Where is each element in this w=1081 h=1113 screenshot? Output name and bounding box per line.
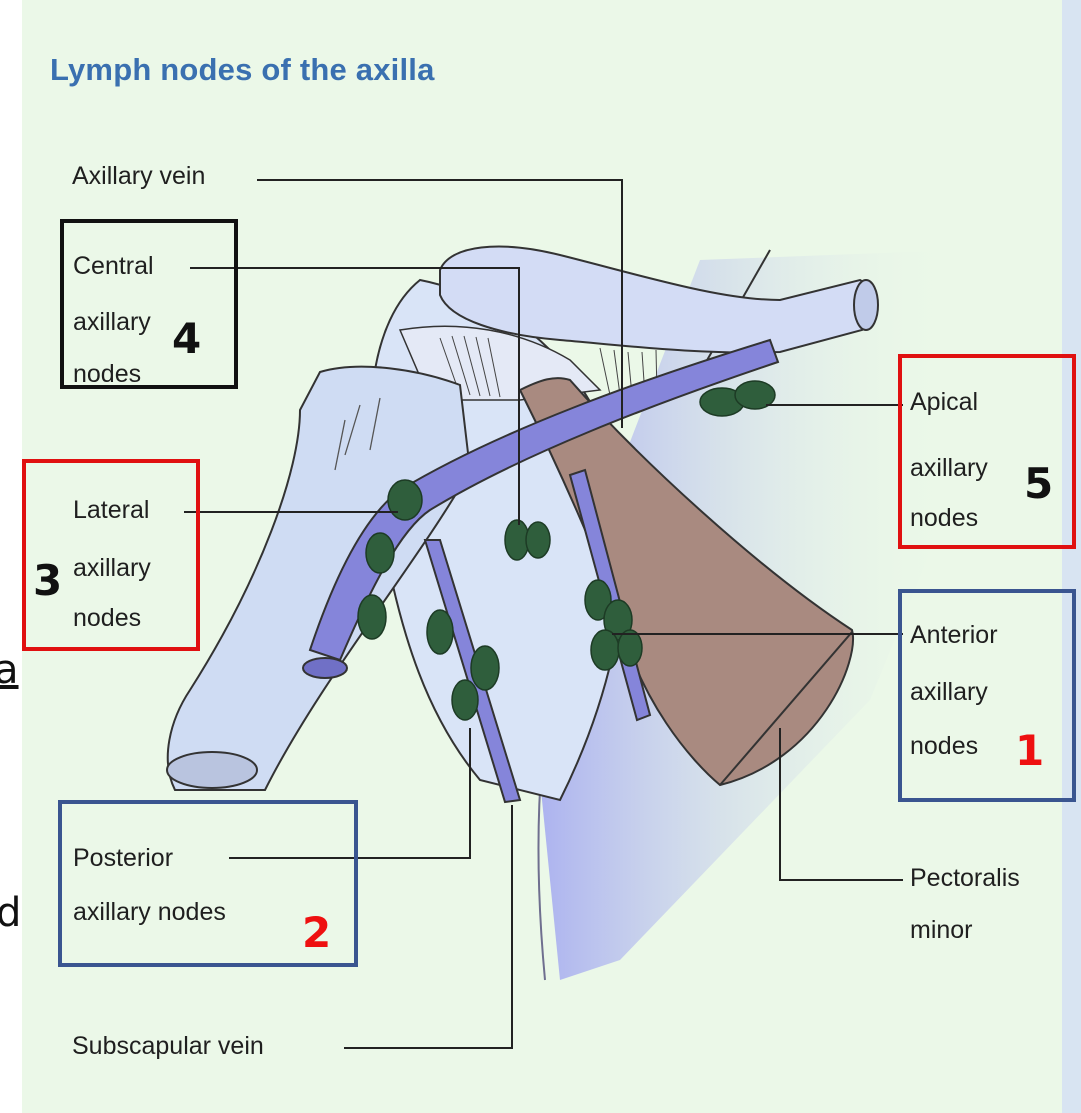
- number-posterior: 2: [302, 912, 331, 954]
- label-axillary-vein: Axillary vein: [72, 164, 205, 189]
- label-pectoralis-line2: minor: [910, 918, 973, 943]
- number-lateral: 3: [33, 560, 62, 602]
- label-pectoralis-line1: Pectoralis: [910, 866, 1020, 891]
- edge-fragment-upper: a: [0, 650, 19, 690]
- clavicle-end: [854, 280, 878, 330]
- diagram-title: Lymph nodes of the axilla: [50, 52, 435, 88]
- label-subscapular-vein: Subscapular vein: [72, 1034, 264, 1059]
- number-central: 4: [172, 318, 201, 360]
- anterior-nodes-box: [898, 589, 1076, 802]
- lateral-nodes-box: [22, 459, 200, 651]
- axillary-vein-end: [303, 658, 347, 678]
- number-apical: 5: [1024, 463, 1053, 505]
- central-nodes-box: [60, 219, 238, 389]
- apical-nodes-box: [898, 354, 1076, 549]
- humerus-cut-end: [167, 752, 257, 788]
- edge-fragment-lower: d: [0, 893, 21, 933]
- number-anterior: 1: [1015, 730, 1044, 772]
